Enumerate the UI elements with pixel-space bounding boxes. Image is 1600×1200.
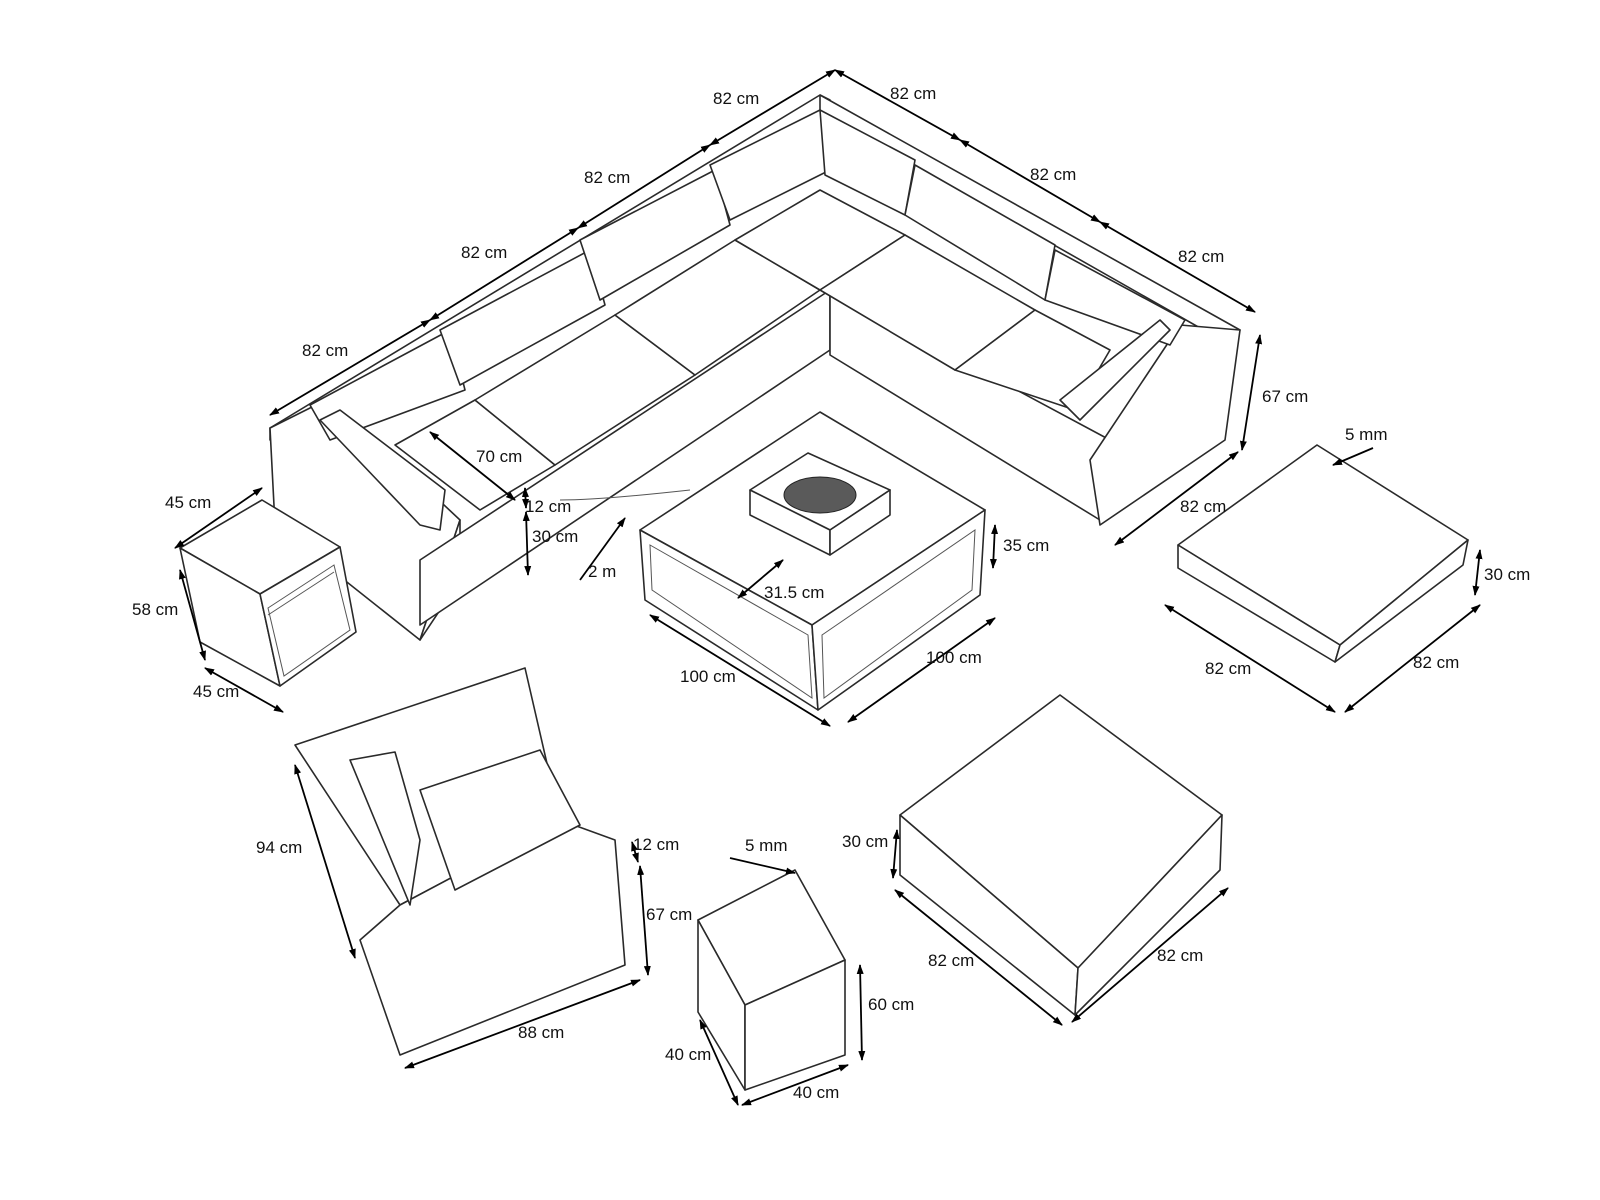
label-armchair-width: 88 cm	[518, 1023, 564, 1042]
label-sofa-top-left-4: 82 cm	[713, 89, 759, 108]
label-sofa-height: 67 cm	[1262, 387, 1308, 406]
label-sofa-top-right-2: 82 cm	[1030, 165, 1076, 184]
label-ottoman2-left: 82 cm	[928, 951, 974, 970]
label-stool-height: 60 cm	[868, 995, 914, 1014]
label-sofa-top-left-2: 82 cm	[461, 243, 507, 262]
label-ottoman2-height: 30 cm	[842, 832, 888, 851]
label-fire-table-height: 35 cm	[1003, 536, 1049, 555]
cube-stool	[697, 869, 846, 1091]
label-sofa-seat-height: 30 cm	[532, 527, 578, 546]
label-sofa-top-left-1: 82 cm	[302, 341, 348, 360]
label-fire-table-right: 100 cm	[926, 648, 982, 667]
label-armchair-cushion: 12 cm	[633, 835, 679, 854]
label-stool-left: 40 cm	[665, 1045, 711, 1064]
label-ottoman-left: 82 cm	[1205, 659, 1251, 678]
label-fire-pit-width: 31.5 cm	[764, 583, 824, 602]
label-sofa-depth: 70 cm	[476, 447, 522, 466]
label-side-table-top: 45 cm	[165, 493, 211, 512]
ottoman-right	[1177, 444, 1469, 663]
armchair	[294, 667, 626, 1056]
label-ottoman-gap: 5 mm	[1345, 425, 1388, 444]
label-ottoman-right: 82 cm	[1413, 653, 1459, 672]
dimension-lines	[174, 69, 1483, 1106]
label-fire-table-left: 100 cm	[680, 667, 736, 686]
dimension-labels: 82 cm 82 cm 82 cm 82 cm 82 cm 82 cm 82 c…	[132, 84, 1530, 1102]
label-side-table-height: 58 cm	[132, 600, 178, 619]
label-rope-length: 2 m	[588, 562, 616, 581]
label-armchair-height: 67 cm	[646, 905, 692, 924]
label-sofa-top-right-1: 82 cm	[890, 84, 936, 103]
label-sofa-top-right-3: 82 cm	[1178, 247, 1224, 266]
label-side-table-bottom: 45 cm	[193, 682, 239, 701]
label-ottoman-height: 30 cm	[1484, 565, 1530, 584]
label-stool-gap: 5 mm	[745, 836, 788, 855]
label-sofa-cushion: 12 cm	[525, 497, 571, 516]
label-sofa-top-left-3: 82 cm	[584, 168, 630, 187]
label-sofa-right-width: 82 cm	[1180, 497, 1226, 516]
label-armchair-depth: 94 cm	[256, 838, 302, 857]
label-stool-right: 40 cm	[793, 1083, 839, 1102]
label-ottoman2-right: 82 cm	[1157, 946, 1203, 965]
